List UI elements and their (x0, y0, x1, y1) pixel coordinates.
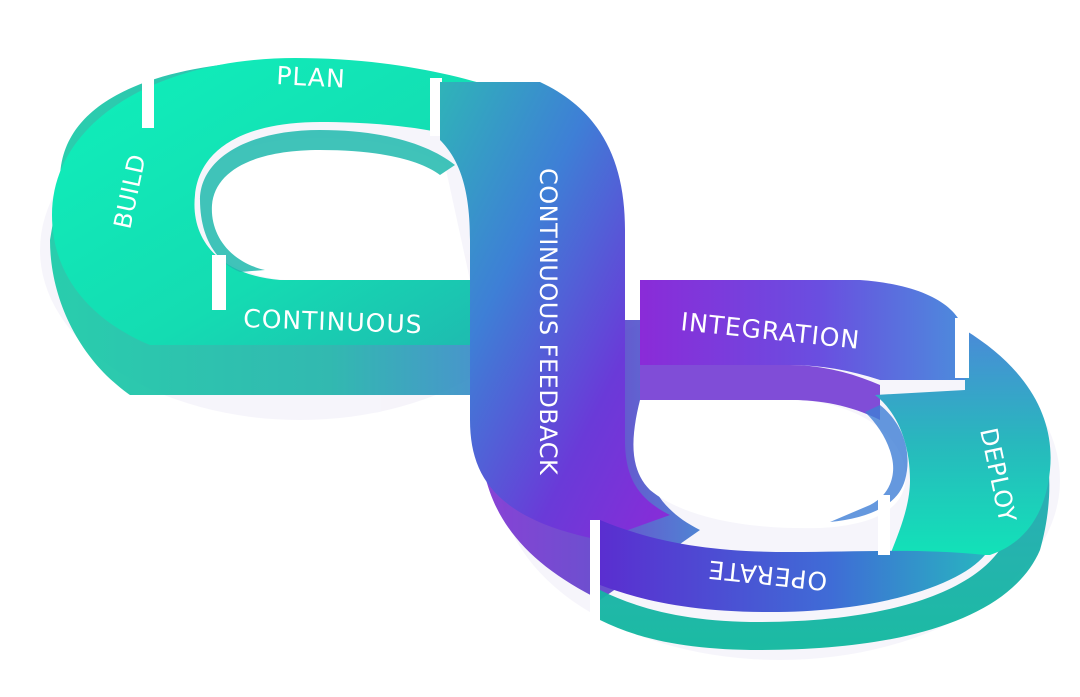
right-loop-hole (633, 400, 906, 529)
integration-segment-top (640, 280, 965, 380)
right-loop-inner-wall (830, 405, 908, 522)
segment-gap-operate-center (590, 520, 600, 620)
center-band (440, 82, 700, 600)
segment-gap-build-continuous (212, 255, 226, 310)
segment-gap-plan-center (430, 78, 442, 136)
label-continuous: CONTINUOUS (243, 304, 423, 339)
label-plan: PLAN (276, 61, 347, 94)
center-band-top (440, 82, 670, 540)
deploy-segment-top (875, 330, 1051, 555)
operate-segment-top (600, 520, 985, 612)
left-loop-hole (199, 138, 470, 280)
integration-segment-wall (640, 365, 880, 420)
right-loop (590, 280, 1051, 650)
segment-gap-integration-deploy (955, 318, 969, 378)
segment-gap-deploy-operate (878, 495, 890, 555)
left-loop-top (52, 58, 530, 345)
label-continuous-feedback: CONTINUOUS FEEDBACK (534, 168, 562, 476)
segment-gap-plan-build (142, 66, 154, 128)
